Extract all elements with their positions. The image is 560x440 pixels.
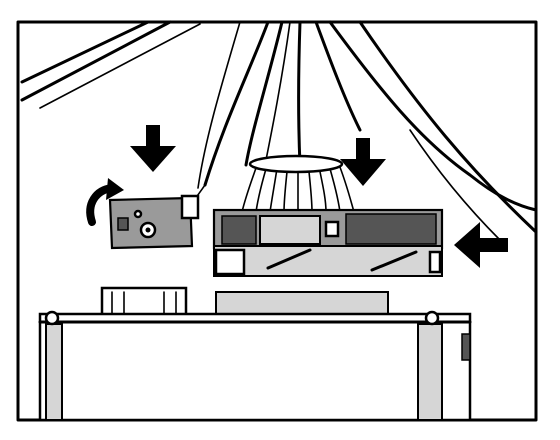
large-connector [212,208,444,277]
arrow-down-icon [130,125,176,172]
connector-wire-bundle [241,154,355,213]
rotate-arrow-icon [86,178,124,226]
arrow-left-icon [454,222,508,268]
console-trim [328,20,538,241]
head-unit [38,286,472,422]
arrow-down-icon [340,138,386,186]
dash-panel-edge [20,20,201,109]
small-connector [108,184,206,250]
wiring-harness [197,20,362,189]
